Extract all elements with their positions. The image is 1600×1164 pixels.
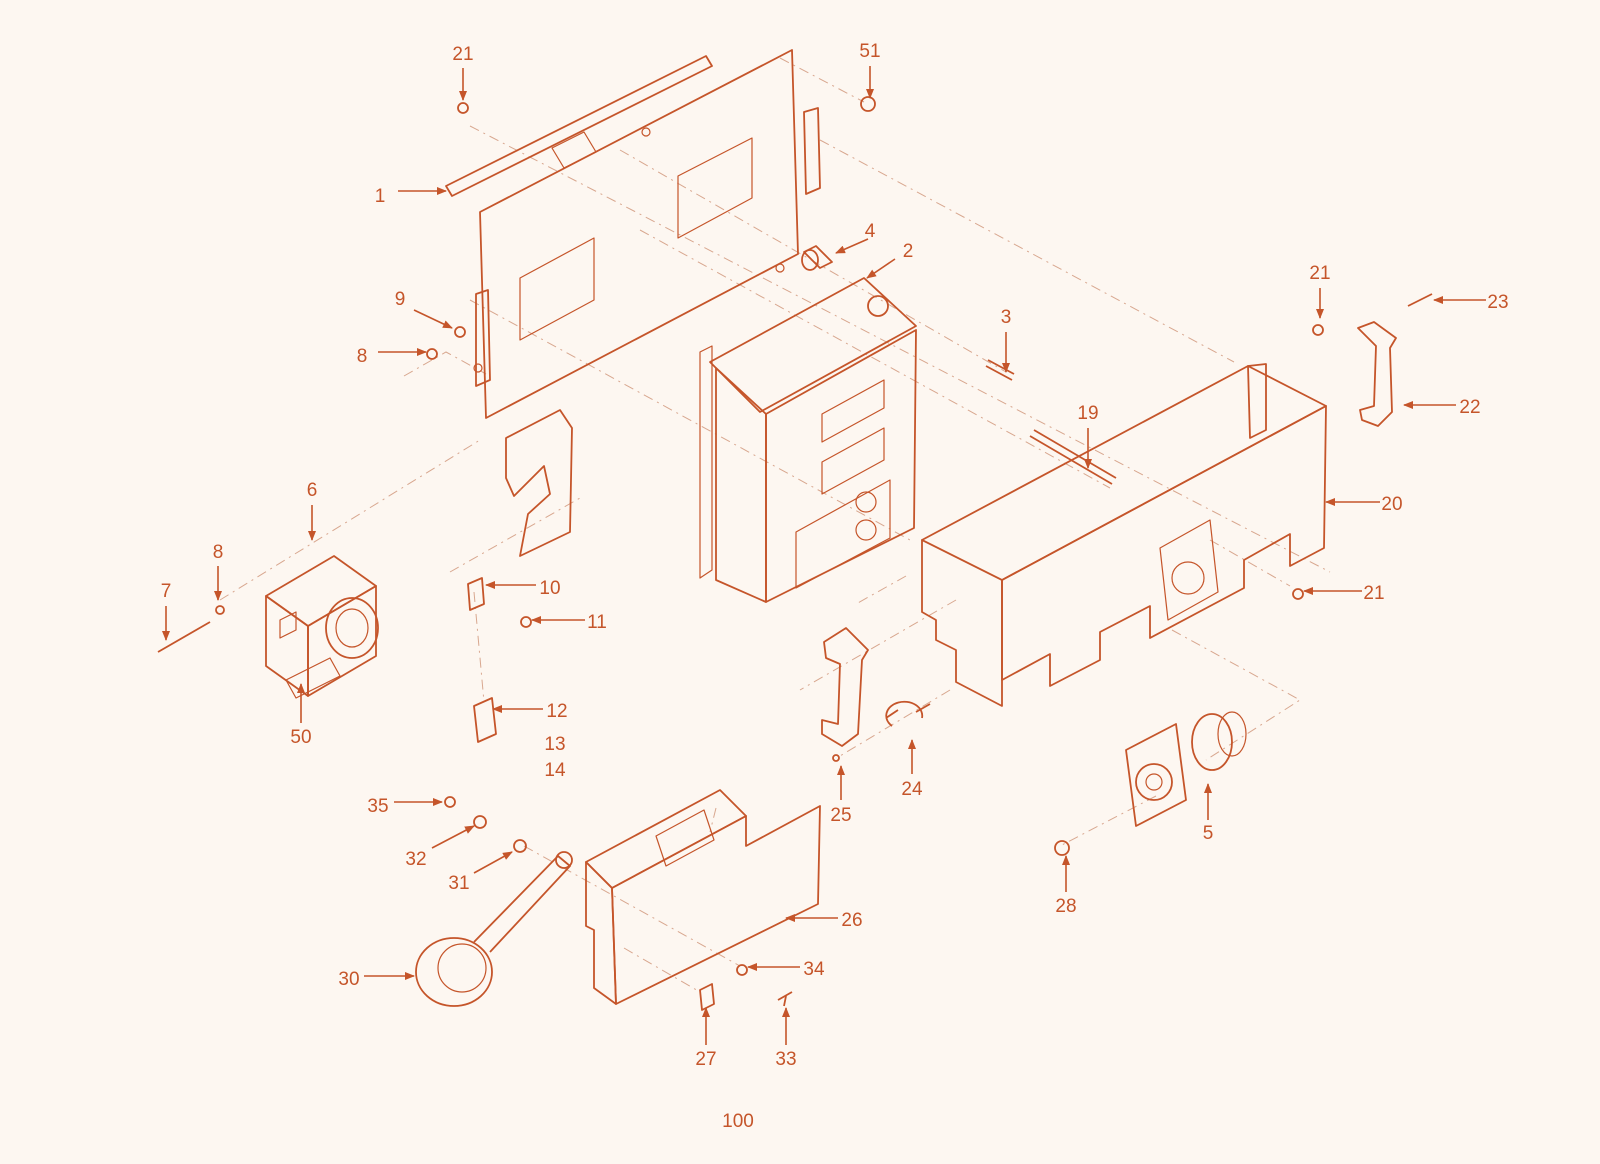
callout-label-5: 5 bbox=[1203, 823, 1214, 844]
callout-label-27: 27 bbox=[695, 1049, 716, 1070]
callout-label-32: 32 bbox=[405, 849, 426, 870]
callout-label-33: 33 bbox=[775, 1049, 796, 1070]
socket-part bbox=[1125, 711, 1247, 827]
washer-32 bbox=[473, 815, 487, 829]
callout-label-31: 31 bbox=[448, 873, 469, 894]
callout-label-6: 6 bbox=[307, 480, 318, 501]
callout-label-30: 30 bbox=[338, 969, 359, 990]
callout-label-19: 19 bbox=[1077, 403, 1098, 424]
screw-28 bbox=[1054, 840, 1070, 856]
bolt-7 bbox=[157, 621, 211, 653]
bolt-23 bbox=[1407, 293, 1433, 307]
callout-label-10: 10 bbox=[539, 578, 560, 599]
screw-21-bottom bbox=[1292, 588, 1304, 600]
bolt-33 bbox=[777, 991, 793, 1007]
callout-label-4: 4 bbox=[865, 221, 876, 242]
screw-25 bbox=[832, 754, 840, 762]
part-shapes bbox=[157, 49, 1433, 1011]
callout-label-35: 35 bbox=[367, 796, 388, 817]
callout-label-1: 1 bbox=[375, 186, 386, 207]
screw-21-left bbox=[457, 102, 469, 114]
callout-label-26: 26 bbox=[841, 910, 862, 931]
callout-label-11: 11 bbox=[587, 612, 607, 633]
callout-label-23: 23 bbox=[1487, 292, 1508, 313]
screw-11 bbox=[520, 616, 532, 628]
callout-label-2: 2 bbox=[903, 241, 914, 262]
callout-label-20: 20 bbox=[1381, 494, 1402, 515]
spacer-part bbox=[801, 245, 833, 271]
callout-arrow-31 bbox=[473, 851, 513, 874]
callout-label-13: 13 bbox=[544, 734, 565, 755]
callout-label-12: 12 bbox=[546, 701, 567, 722]
bolt-27 bbox=[699, 983, 715, 1011]
screw-21-right bbox=[1312, 324, 1324, 336]
callout-leaders bbox=[162, 66, 1486, 1045]
handle-part-lower bbox=[821, 627, 869, 747]
callout-label-3: 3 bbox=[1001, 307, 1012, 328]
assembly-lines bbox=[219, 57, 1331, 993]
callout-label-50: 50 bbox=[290, 727, 311, 748]
connector-socket bbox=[265, 555, 379, 699]
nut-9 bbox=[454, 326, 466, 338]
callout-label-8: 8 bbox=[213, 542, 224, 563]
cap-51 bbox=[860, 96, 876, 112]
control-unit bbox=[699, 277, 917, 603]
nut-34 bbox=[736, 964, 748, 976]
callout-label-100: 100 bbox=[722, 1111, 754, 1132]
washer-8-top bbox=[426, 348, 438, 360]
washer-8 bbox=[215, 605, 225, 615]
callout-arrow-2 bbox=[866, 258, 896, 279]
callout-label-21: 21 bbox=[1363, 583, 1384, 604]
callout-label-14: 14 bbox=[544, 760, 566, 781]
callout-label-7: 7 bbox=[161, 581, 172, 602]
callout-label-21: 21 bbox=[452, 44, 473, 65]
callout-label-22: 22 bbox=[1459, 397, 1480, 418]
callout-arrow-32 bbox=[431, 825, 475, 849]
callout-label-51: 51 bbox=[859, 41, 880, 62]
nut-35 bbox=[444, 796, 456, 808]
callout-label-28: 28 bbox=[1055, 896, 1076, 917]
callout-label-9: 9 bbox=[395, 289, 406, 310]
callout-label-25: 25 bbox=[830, 805, 851, 826]
clip-10 bbox=[467, 577, 485, 611]
spacer-31 bbox=[513, 839, 527, 853]
connector-12 bbox=[473, 697, 497, 743]
assembly-bracket bbox=[26, 1062, 1570, 1086]
callout-label-21: 21 bbox=[1309, 263, 1330, 284]
handle-part bbox=[1357, 321, 1397, 427]
frame-bracket bbox=[921, 363, 1327, 707]
callout-label-24: 24 bbox=[901, 779, 923, 800]
callout-label-34: 34 bbox=[803, 959, 825, 980]
mounting-plate bbox=[445, 49, 821, 557]
lever-cap bbox=[415, 851, 573, 1007]
lower-bracket bbox=[585, 789, 821, 1005]
callout-arrow-9 bbox=[413, 309, 453, 329]
clamp-part bbox=[885, 700, 931, 727]
callout-label-8: 8 bbox=[357, 346, 368, 367]
callout-arrow-4 bbox=[835, 238, 869, 254]
